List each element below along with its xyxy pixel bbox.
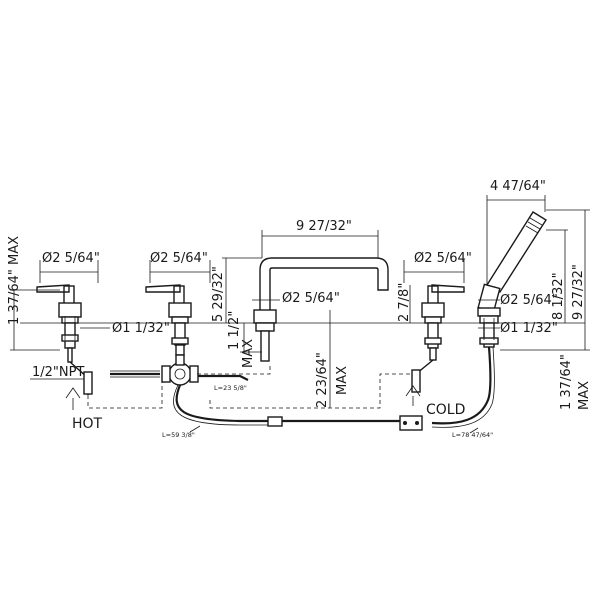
hand-shower bbox=[477, 211, 547, 348]
spout-shank-max-word: MAX bbox=[241, 339, 256, 368]
shower-hose bbox=[431, 346, 492, 425]
hot-inlet-arrow-icon bbox=[65, 387, 81, 410]
cold-inlet-arrow-icon bbox=[405, 385, 421, 406]
braided-hose-a bbox=[198, 374, 249, 381]
mid-left-handle-valve bbox=[145, 284, 192, 356]
valve-depth: 2 23/64" bbox=[315, 352, 330, 408]
spout-shank-max: 1 1/2" bbox=[227, 311, 242, 350]
cold-connector bbox=[399, 415, 423, 431]
hot-label: HOT bbox=[72, 416, 103, 432]
handle-diameter-midleft: Ø2 5/64" bbox=[150, 251, 208, 266]
deck-thickness-left: 1 37/64" MAX bbox=[7, 236, 22, 325]
hose-length-c: L=78 47/64" bbox=[452, 431, 493, 439]
diverter-valve-body bbox=[161, 354, 199, 386]
cold-handle-valve bbox=[411, 284, 465, 393]
handle-height-right: 2 7/8" bbox=[397, 283, 412, 322]
braided-hose-b bbox=[175, 384, 270, 423]
cold-label: COLD bbox=[426, 402, 465, 418]
deck-thickness-right-word: MAX bbox=[577, 381, 592, 410]
shower-height: 8 1/32" bbox=[551, 272, 566, 320]
tub-spout bbox=[253, 257, 389, 362]
deck-thickness-right: 1 37/64" bbox=[559, 354, 574, 410]
shower-total-height: 9 27/32" bbox=[571, 264, 586, 320]
handle-diameter-right: Ø2 5/64" bbox=[414, 251, 472, 266]
shower-width: 4 47/64" bbox=[490, 179, 546, 194]
hose-length-a: L=23 5/8" bbox=[214, 384, 247, 392]
spout-width: 9 27/32" bbox=[296, 219, 352, 234]
valve-depth-word: MAX bbox=[335, 366, 350, 395]
shank-diameter-left: Ø1 1/32" bbox=[112, 321, 170, 336]
npt-label: 1/2"NPT bbox=[32, 365, 84, 380]
spout-height: 5 29/32" bbox=[211, 266, 226, 322]
hot-handle-valve bbox=[36, 284, 93, 395]
hose-length-b: L=59 3/8" bbox=[162, 431, 195, 439]
handle-diameter-shower: Ø2 5/64" bbox=[500, 293, 558, 308]
handle-diameter-spout: Ø2 5/64" bbox=[282, 291, 340, 306]
handle-diameter-left: Ø2 5/64" bbox=[42, 251, 100, 266]
shank-diameter-right: Ø1 1/32" bbox=[500, 321, 558, 336]
